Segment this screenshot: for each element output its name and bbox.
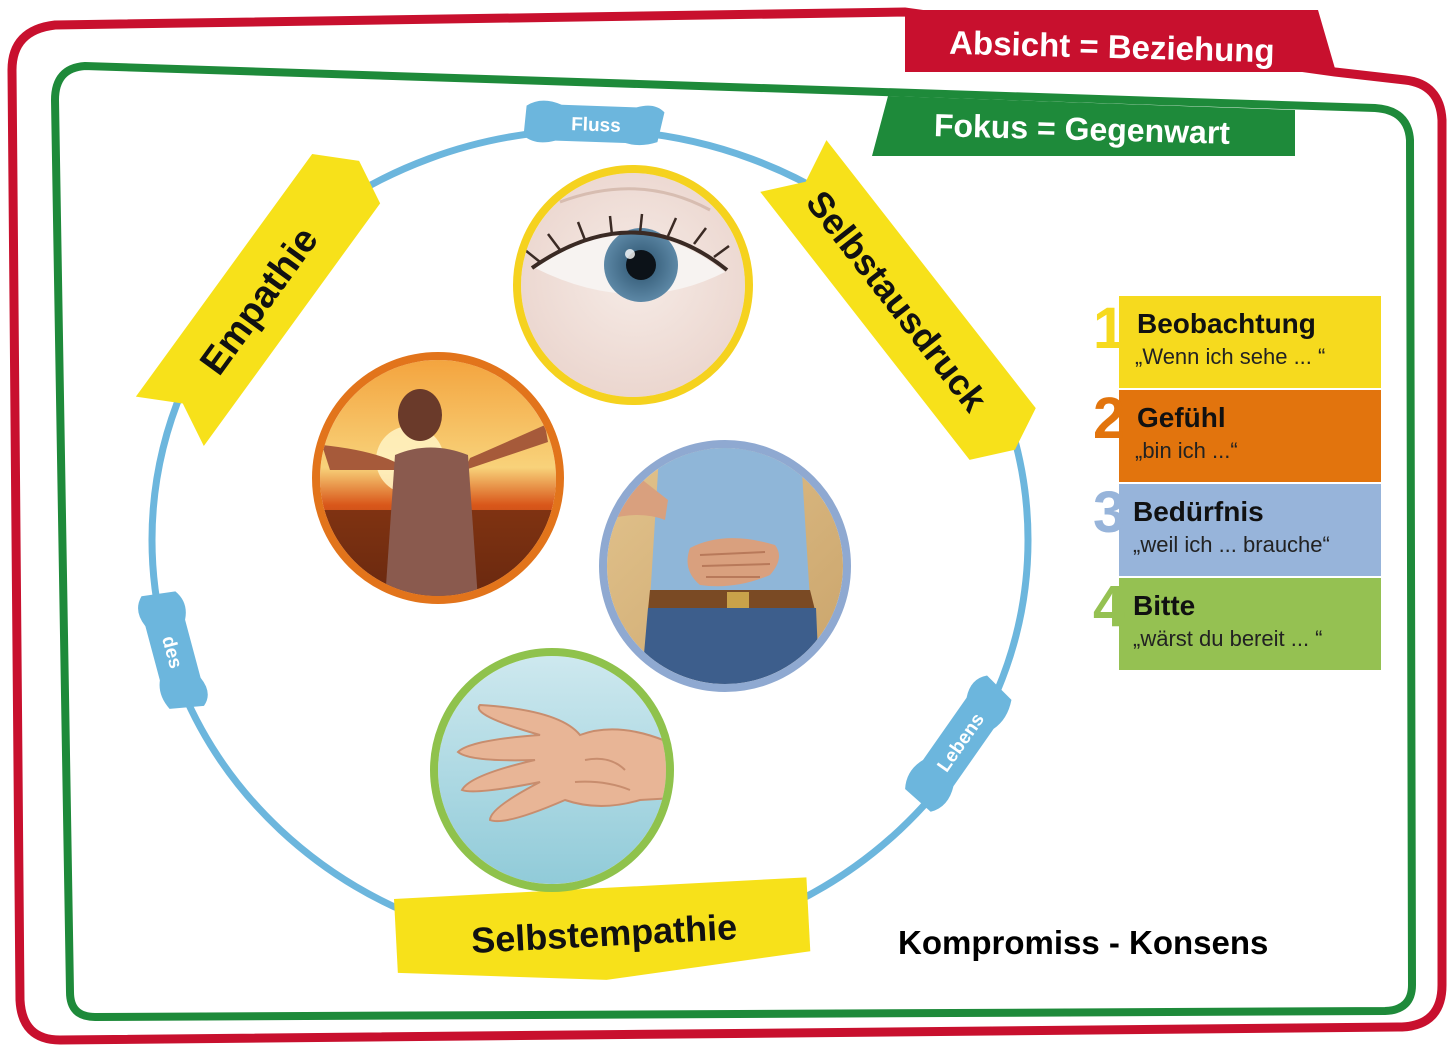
flow-ribbon-lebens: Lebens [898, 671, 1019, 816]
step-subtitle: „weil ich ... brauche“ [1133, 532, 1330, 558]
step-number: 3 [1093, 484, 1125, 542]
step-subtitle: „wärst du bereit ... “ [1133, 626, 1323, 652]
step-number: 4 [1093, 578, 1125, 636]
flow-label-fluss: Fluss [571, 114, 621, 137]
station-selbstausdruck: Selbstausdruck [760, 140, 1048, 475]
hand-on-belly-image [600, 440, 850, 700]
step-title: Bedürfnis [1133, 496, 1264, 528]
flow-ribbon-des: des [135, 586, 212, 716]
open-arms-sunset-image [315, 355, 565, 610]
step-title: Gefühl [1137, 402, 1226, 434]
step-beduerfnis: Bedürfnis „weil ich ... brauche“ [1119, 484, 1381, 576]
eye-image [500, 160, 770, 420]
step-title: Bitte [1133, 590, 1195, 622]
step-gefuehl: Gefühl „bin ich ...“ [1119, 390, 1381, 482]
step-number: 1 [1093, 300, 1125, 358]
step-subtitle: „Wenn ich sehe ... “ [1135, 344, 1325, 370]
open-palm-image [430, 650, 680, 890]
step-subtitle: „bin ich ...“ [1135, 438, 1238, 464]
step-title: Beobachtung [1137, 308, 1316, 340]
step-bitte: Bitte „wärst du bereit ... “ [1119, 578, 1381, 670]
step-number: 2 [1093, 390, 1125, 448]
bottom-note: Kompromiss - Konsens [898, 924, 1268, 962]
flow-ribbon-fluss: Fluss [523, 100, 664, 147]
station-label-selbstausdruck: Selbstausdruck [798, 183, 996, 420]
station-selbstempathie: Selbstempathie [394, 877, 811, 990]
step-beobachtung: Beobachtung „Wenn ich sehe ... “ [1119, 296, 1381, 388]
